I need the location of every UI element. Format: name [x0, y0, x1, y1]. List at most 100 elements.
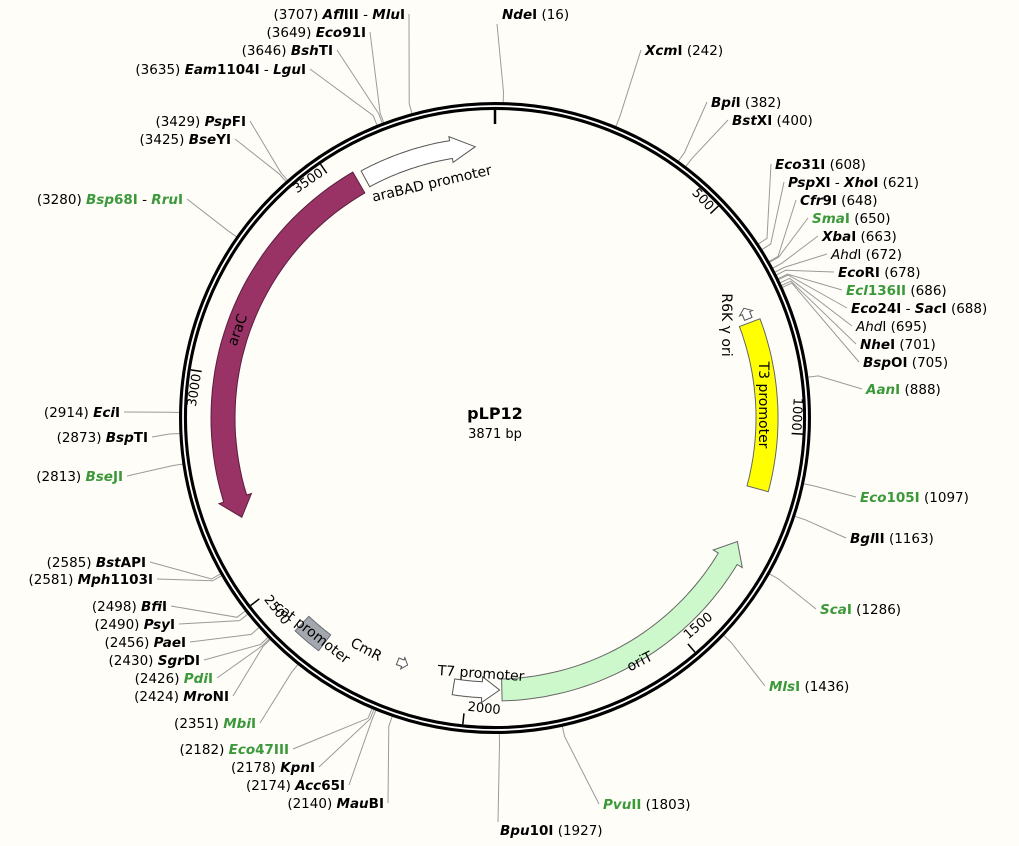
enzyme-name-roman: RI [865, 265, 880, 281]
enzyme-site-label[interactable]: (2426) PdiI [135, 671, 213, 687]
enzyme-name-italic: Eco [316, 25, 343, 41]
enzyme-site-label[interactable]: BstXI (400) [732, 113, 813, 129]
orit[interactable] [294, 615, 332, 652]
enzyme-site-label[interactable]: (2490) PsyI [95, 617, 175, 633]
enzyme-site-label[interactable]: (3635) Eam1104I - LguI [135, 62, 306, 78]
enzyme-site-label[interactable]: BspOI (705) [863, 355, 948, 371]
enzyme-name-italic: Mlu [372, 7, 400, 23]
enzyme-site-label[interactable]: Ecl136II (686) [846, 283, 947, 299]
enzyme-name-roman: 136II [868, 283, 906, 299]
enzyme-site-label[interactable]: (2182) Eco47III [179, 742, 289, 758]
tick-mark [462, 713, 465, 725]
arac-gene[interactable] [210, 171, 366, 519]
enzyme-position: (1927) [558, 823, 603, 839]
enzyme-site-label[interactable]: NheI (701) [860, 337, 936, 353]
enzyme-site-label[interactable]: SmaI (650) [812, 211, 891, 227]
enzyme-site-label[interactable]: EcoRI (678) [838, 265, 921, 281]
enzyme-site-label[interactable]: ScaI (1286) [820, 602, 901, 618]
enzyme-leader-line [249, 120, 289, 181]
enzyme-site-label[interactable]: (3280) Bsp68I - RruI [37, 192, 183, 208]
enzyme-site-label[interactable]: (2585) BstAPI [47, 555, 146, 571]
tick-label: 1000 [788, 397, 805, 431]
enzyme-site-label[interactable]: (2581) Mph1103I [28, 572, 153, 588]
enzyme-name-italic: Sac [915, 301, 942, 317]
t7-promoter[interactable] [395, 656, 409, 671]
enzyme-site-label[interactable]: (3425) BseYI [140, 132, 231, 148]
enzyme-name-roman: I [677, 43, 682, 59]
arabad-promoter[interactable] [360, 135, 477, 188]
enzyme-position: (2174) [246, 778, 291, 794]
enzyme-name-roman: 31I [802, 157, 826, 173]
enzyme-leader-line [615, 49, 642, 128]
enzyme-site-label[interactable]: XbaI (663) [821, 229, 897, 245]
enzyme-site-label[interactable]: BglII (1163) [850, 531, 934, 547]
enzyme-leader-line [178, 613, 249, 625]
enzyme-site-label[interactable]: Cfr9I (648) [800, 193, 877, 209]
enzyme-name-roman: I [857, 247, 861, 263]
enzyme-site-label[interactable]: (2873) BspTI [57, 430, 148, 446]
enzyme-site-label[interactable]: AhdI (695) [855, 319, 927, 335]
enzyme-name-roman: 47III [255, 742, 289, 758]
enzyme-leader-line [722, 634, 766, 687]
cat-promoter[interactable] [451, 675, 501, 704]
enzyme-leader-line [126, 463, 184, 477]
enzyme-site-label[interactable]: PspXI - XhoI (621) [788, 175, 919, 191]
enzyme-site-label[interactable]: Eco24I - SacI (688) [851, 301, 987, 317]
enzyme-site-label[interactable]: (2456) PaeI [104, 635, 186, 651]
enzyme-name-italic: Pdi [184, 671, 209, 687]
enzyme-site-label[interactable]: (2813) BseJI [36, 469, 123, 485]
enzyme-name-roman: I [795, 679, 800, 695]
enzyme-position: (16) [541, 7, 569, 23]
enzyme-site-label[interactable]: (2140) MauBI [287, 796, 384, 812]
enzyme-leader-line [794, 515, 847, 539]
enzyme-site-label[interactable]: PvuII (1803) [603, 797, 691, 813]
enzyme-name-roman: I [532, 7, 537, 23]
enzyme-site-label[interactable]: BpiI (382) [711, 95, 781, 111]
enzyme-site-label[interactable]: (2430) SgrDI [109, 653, 200, 669]
enzyme-leader-line [309, 68, 378, 126]
enzyme-name-italic: Afl [322, 7, 344, 23]
enzyme-position: (888) [905, 382, 941, 398]
enzyme-site-label[interactable]: (2914) EciI [44, 405, 120, 421]
enzyme-site-label[interactable]: NdeI (16) [502, 7, 569, 23]
enzyme-site-label[interactable]: Eco31I (608) [775, 157, 866, 173]
enzyme-position: (621) [883, 175, 919, 191]
enzyme-site-label[interactable]: Eco105I (1097) [860, 490, 969, 506]
enzyme-site-label[interactable]: (2498) BfiI [92, 599, 167, 615]
enzyme-name-roman: XI [757, 113, 772, 129]
enzyme-name-roman: 1103I [110, 572, 153, 588]
enzyme-site-label[interactable]: (2178) KpnI [231, 760, 315, 776]
enzyme-leader-line [292, 707, 373, 750]
enzyme-name-italic: Bsp [86, 192, 114, 208]
enzyme-site-label[interactable]: MlsI (1436) [769, 679, 849, 695]
enzyme-site-label[interactable]: (2424) MroNI [134, 689, 229, 705]
enzyme-site-label[interactable]: (2351) MbiI [174, 716, 256, 732]
enzyme-name-roman: II [875, 531, 885, 547]
enzyme-position: (2456) [104, 635, 149, 651]
enzyme-site-label[interactable]: AhdI (672) [830, 247, 902, 263]
enzyme-name-roman: I [942, 301, 947, 317]
t3-promoter[interactable] [738, 307, 754, 322]
enzyme-site-label[interactable]: (3649) Eco91I [267, 25, 367, 41]
r6k-ori[interactable] [738, 318, 779, 493]
enzyme-site-label[interactable]: Bpu10I (1927) [500, 823, 603, 839]
enzyme-site-label[interactable]: AanI (888) [865, 382, 941, 398]
enzyme-site-label[interactable]: (3707) AflIII - MluI [273, 7, 405, 23]
t3-promoter-label: T3 promoter [755, 361, 771, 449]
enzyme-name-italic: Kpn [280, 760, 310, 776]
enzyme-name-italic: Bsh [291, 43, 319, 59]
enzyme-name-italic: Mau [337, 796, 370, 812]
cmr-gene[interactable] [501, 540, 743, 702]
enzyme-name-roman: FI [232, 114, 246, 130]
enzyme-name-italic: Aan [865, 382, 895, 398]
enzyme-site-label[interactable]: XcmI (242) [644, 43, 723, 59]
enzyme-position: (3280) [37, 192, 82, 208]
enzyme-site-label[interactable]: (3429) PspFI [155, 114, 246, 130]
enzyme-leader-line [761, 181, 785, 251]
enzyme-position: (2430) [109, 653, 154, 669]
enzyme-name-italic: Bst [732, 113, 757, 129]
enzyme-name-roman: OI [891, 355, 908, 371]
enzyme-site-label[interactable]: (3646) BshTI [242, 43, 333, 59]
enzyme-name-roman: 65I [321, 778, 345, 794]
enzyme-site-label[interactable]: (2174) Acc65I [246, 778, 345, 794]
